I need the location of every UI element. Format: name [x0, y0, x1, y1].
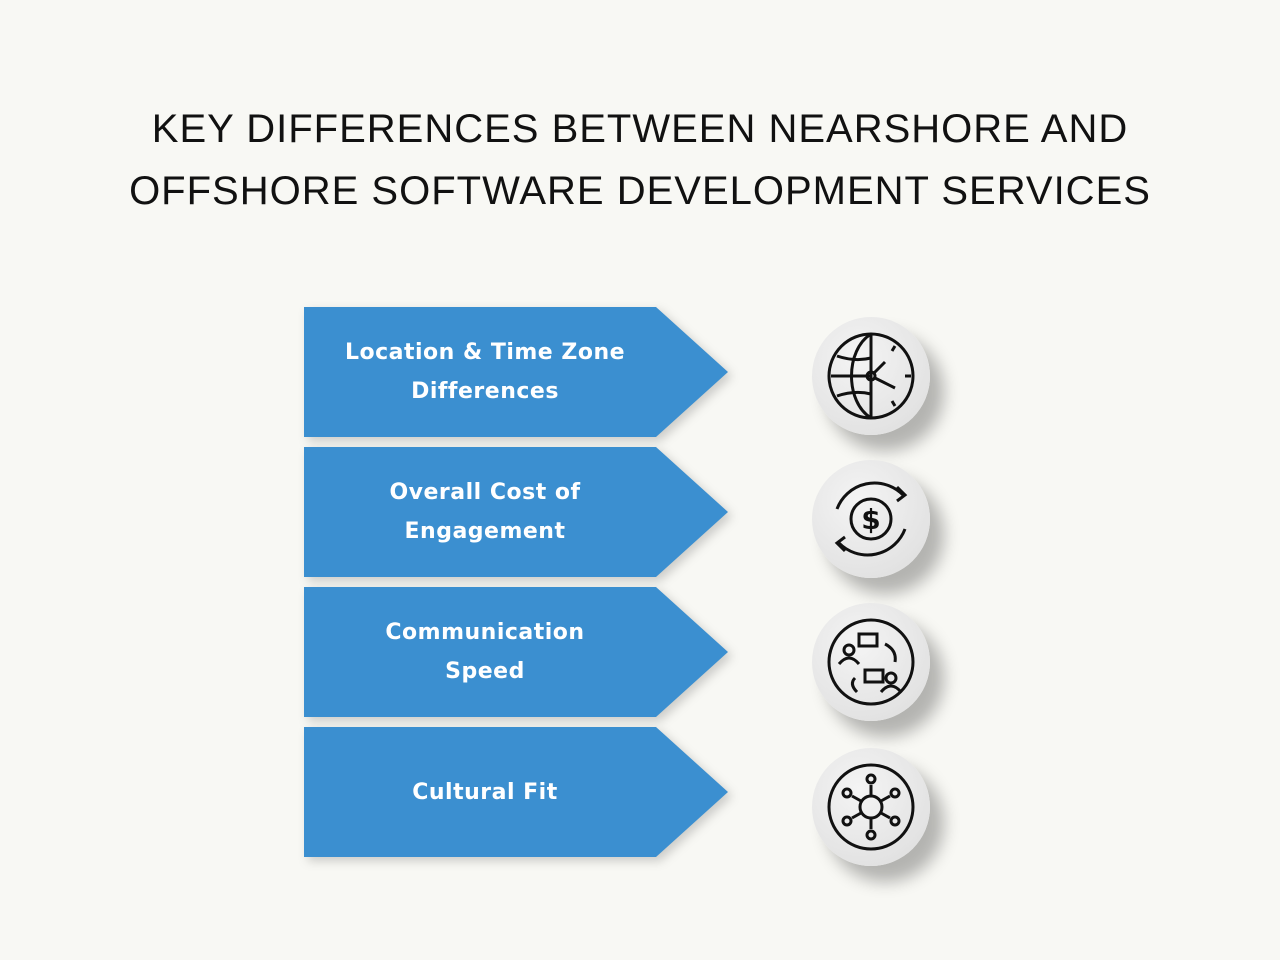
title-line-2: OFFSHORE SOFTWARE DEVELOPMENT SERVICES — [129, 169, 1151, 213]
gear-dollar-icon: $ — [812, 460, 930, 578]
page-title: KEY DIFFERENCES BETWEEN NEARSHORE AND OF… — [0, 98, 1280, 222]
globe-clock-icon — [812, 317, 930, 435]
banner-cultural-fit: Cultural Fit — [304, 727, 728, 857]
banner-label: Cultural Fit — [412, 779, 558, 805]
banner-label: Overall Cost of Engagement — [389, 480, 581, 544]
global-network-icon — [812, 748, 930, 866]
banner-location-time: Location & Time Zone Differences — [304, 307, 728, 437]
banner-cost: Overall Cost of Engagement — [304, 447, 728, 577]
communication-icon — [812, 603, 930, 721]
banner-label: Communication Speed — [385, 620, 585, 684]
svg-text:$: $ — [861, 503, 880, 536]
title-line-1: KEY DIFFERENCES BETWEEN NEARSHORE AND — [151, 107, 1129, 151]
banner-label: Location & Time Zone Differences — [344, 340, 626, 404]
banner-communication: Communication Speed — [304, 587, 728, 717]
